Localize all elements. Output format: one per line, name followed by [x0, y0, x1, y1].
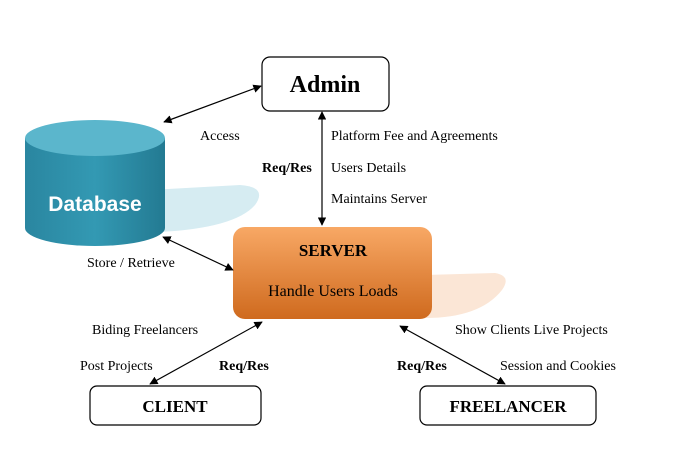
database-label: Database: [48, 193, 141, 216]
store-retrieve-label: Store / Retrieve: [87, 256, 175, 271]
db-admin-arrow: [163, 84, 262, 124]
db-server-arrow: [162, 236, 234, 271]
freelancer-server-arrow: [399, 325, 506, 385]
server-subtitle: Handle Users Loads: [268, 283, 398, 300]
client-server-arrow: [149, 321, 263, 385]
admin-item-2: Users Details: [331, 161, 406, 176]
freelancer-label: FREELANCER: [449, 397, 567, 416]
server-box: [233, 227, 432, 319]
freelancer-item-2: Session and Cookies: [500, 359, 616, 374]
client-box: [89, 385, 262, 426]
admin-node[interactable]: Admin: [261, 56, 390, 112]
freelancer-req-res-label: Req/Res: [397, 359, 447, 374]
client-item-1: Biding Freelancers: [92, 323, 198, 338]
freelancer-item-1: Show Clients Live Projects: [455, 323, 608, 338]
freelancer-box: [419, 385, 597, 426]
admin-label: Admin: [290, 72, 361, 98]
access-label: Access: [200, 129, 240, 144]
database-body: [25, 138, 165, 246]
client-label: CLIENT: [142, 397, 208, 416]
admin-item-3: Maintains Server: [331, 192, 427, 207]
freelancer-node[interactable]: FREELANCER: [419, 385, 597, 426]
database-shadow: [150, 185, 260, 232]
admin-item-1: Platform Fee and Agreements: [331, 129, 498, 144]
client-node[interactable]: CLIENT: [89, 385, 262, 426]
client-req-res-label: Req/Res: [219, 359, 269, 374]
server-title: SERVER: [299, 241, 368, 260]
admin-box: [261, 56, 390, 112]
database-top: [25, 120, 165, 156]
admin-req-res-label: Req/Res: [262, 161, 312, 176]
client-item-2: Post Projects: [80, 359, 153, 374]
server-shadow: [425, 273, 506, 318]
server-node[interactable]: SERVER Handle Users Loads: [233, 227, 432, 319]
database-node[interactable]: Database: [25, 120, 165, 246]
